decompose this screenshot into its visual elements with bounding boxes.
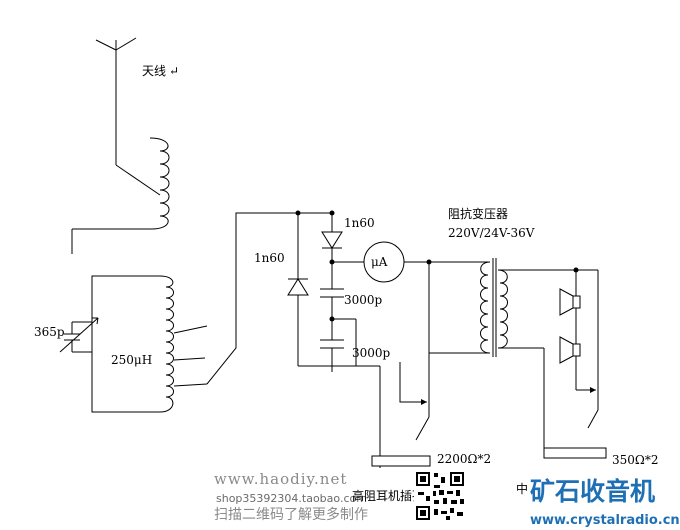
brand-url: www.crystalradio.cn [530, 513, 680, 528]
impedance-low-label: 350Ω*2 [612, 453, 659, 467]
transformer-spec: 220V/24V-36V [448, 226, 535, 240]
speaker-icon [559, 288, 581, 316]
jack-mid-label: 中 [516, 481, 528, 496]
capacitor-lower-label: 3000p [352, 346, 391, 360]
antenna-icon [95, 37, 137, 165]
meter-label: μA [371, 255, 388, 269]
impedance-high-label: 2200Ω*2 [437, 452, 491, 466]
ground-icon [71, 228, 152, 254]
brand-logo: 矿石收音机 [530, 477, 655, 506]
coil-label: 250μH [111, 353, 152, 367]
diode-left-label: 1n60 [254, 251, 285, 265]
watermark-shop: shop35392304.taobao.com [216, 492, 367, 505]
jack-high-label: 高阻耳机插孔 [352, 488, 424, 503]
paragraph-mark: ↵ [169, 64, 179, 78]
diode-icon [321, 231, 343, 249]
variable-capacitor-icon [59, 317, 99, 353]
jack-icon [399, 262, 430, 441]
transformer-title: 阻抗变压器 [448, 206, 508, 221]
diode-top-label: 1n60 [344, 216, 375, 230]
jack-low-bar [543, 447, 607, 459]
transformer-icon [480, 258, 508, 357]
watermark-scan: 扫描二维码了解更多制作 [214, 506, 368, 523]
jack-icon [576, 270, 599, 429]
variable-capacitor-label: 365p [34, 325, 65, 339]
diode-icon [287, 278, 309, 296]
speaker-icon [559, 336, 581, 364]
watermark-url: www.haodiy.net [214, 470, 347, 488]
jack-high-bar [371, 455, 431, 467]
capacitor-icon [318, 288, 346, 298]
capacitor-icon [318, 339, 346, 349]
qr-code-icon [414, 470, 466, 522]
antenna-label: 天线 [142, 64, 166, 78]
capacitor-upper-label: 3000p [344, 293, 383, 307]
coil-icon [149, 137, 170, 230]
coil-icon [159, 275, 174, 413]
microammeter-icon: μA [363, 241, 405, 283]
